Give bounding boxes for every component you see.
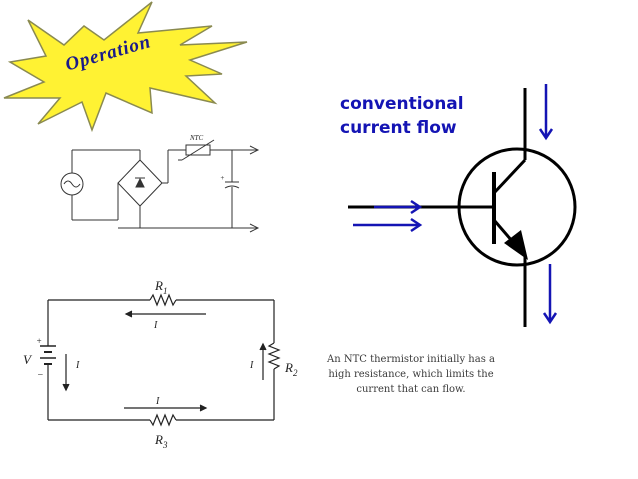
heading-line-1: conventional xyxy=(340,94,464,114)
label-v: V xyxy=(23,352,33,367)
emitter-arrowhead xyxy=(504,230,528,260)
heading-line-2: current flow xyxy=(340,118,457,138)
series-circuit xyxy=(40,293,281,427)
resistor-r1 xyxy=(149,293,177,307)
label-i-top: I xyxy=(153,320,158,331)
label-i-right: I xyxy=(249,360,254,371)
current-flow-heading: conventional current flow xyxy=(340,92,464,140)
label-r3: R3 xyxy=(154,432,168,450)
label-minus: − xyxy=(37,370,44,381)
resistor-r3 xyxy=(149,413,177,427)
label-r1: R1 xyxy=(154,278,167,296)
ntc-caption: An NTC thermistor initially has a high r… xyxy=(327,354,495,395)
ntc-label: NTC xyxy=(189,134,204,142)
rectifier-circuit xyxy=(60,139,260,233)
current-arrows xyxy=(353,84,558,325)
label-r2: R2 xyxy=(284,360,298,378)
label-i-left: I xyxy=(75,360,80,371)
resistor-r2 xyxy=(267,342,281,370)
operation-burst xyxy=(3,1,248,133)
label-i-bottom: I xyxy=(155,396,160,407)
cap-plus: + xyxy=(220,174,225,182)
label-plus: + xyxy=(36,336,42,346)
